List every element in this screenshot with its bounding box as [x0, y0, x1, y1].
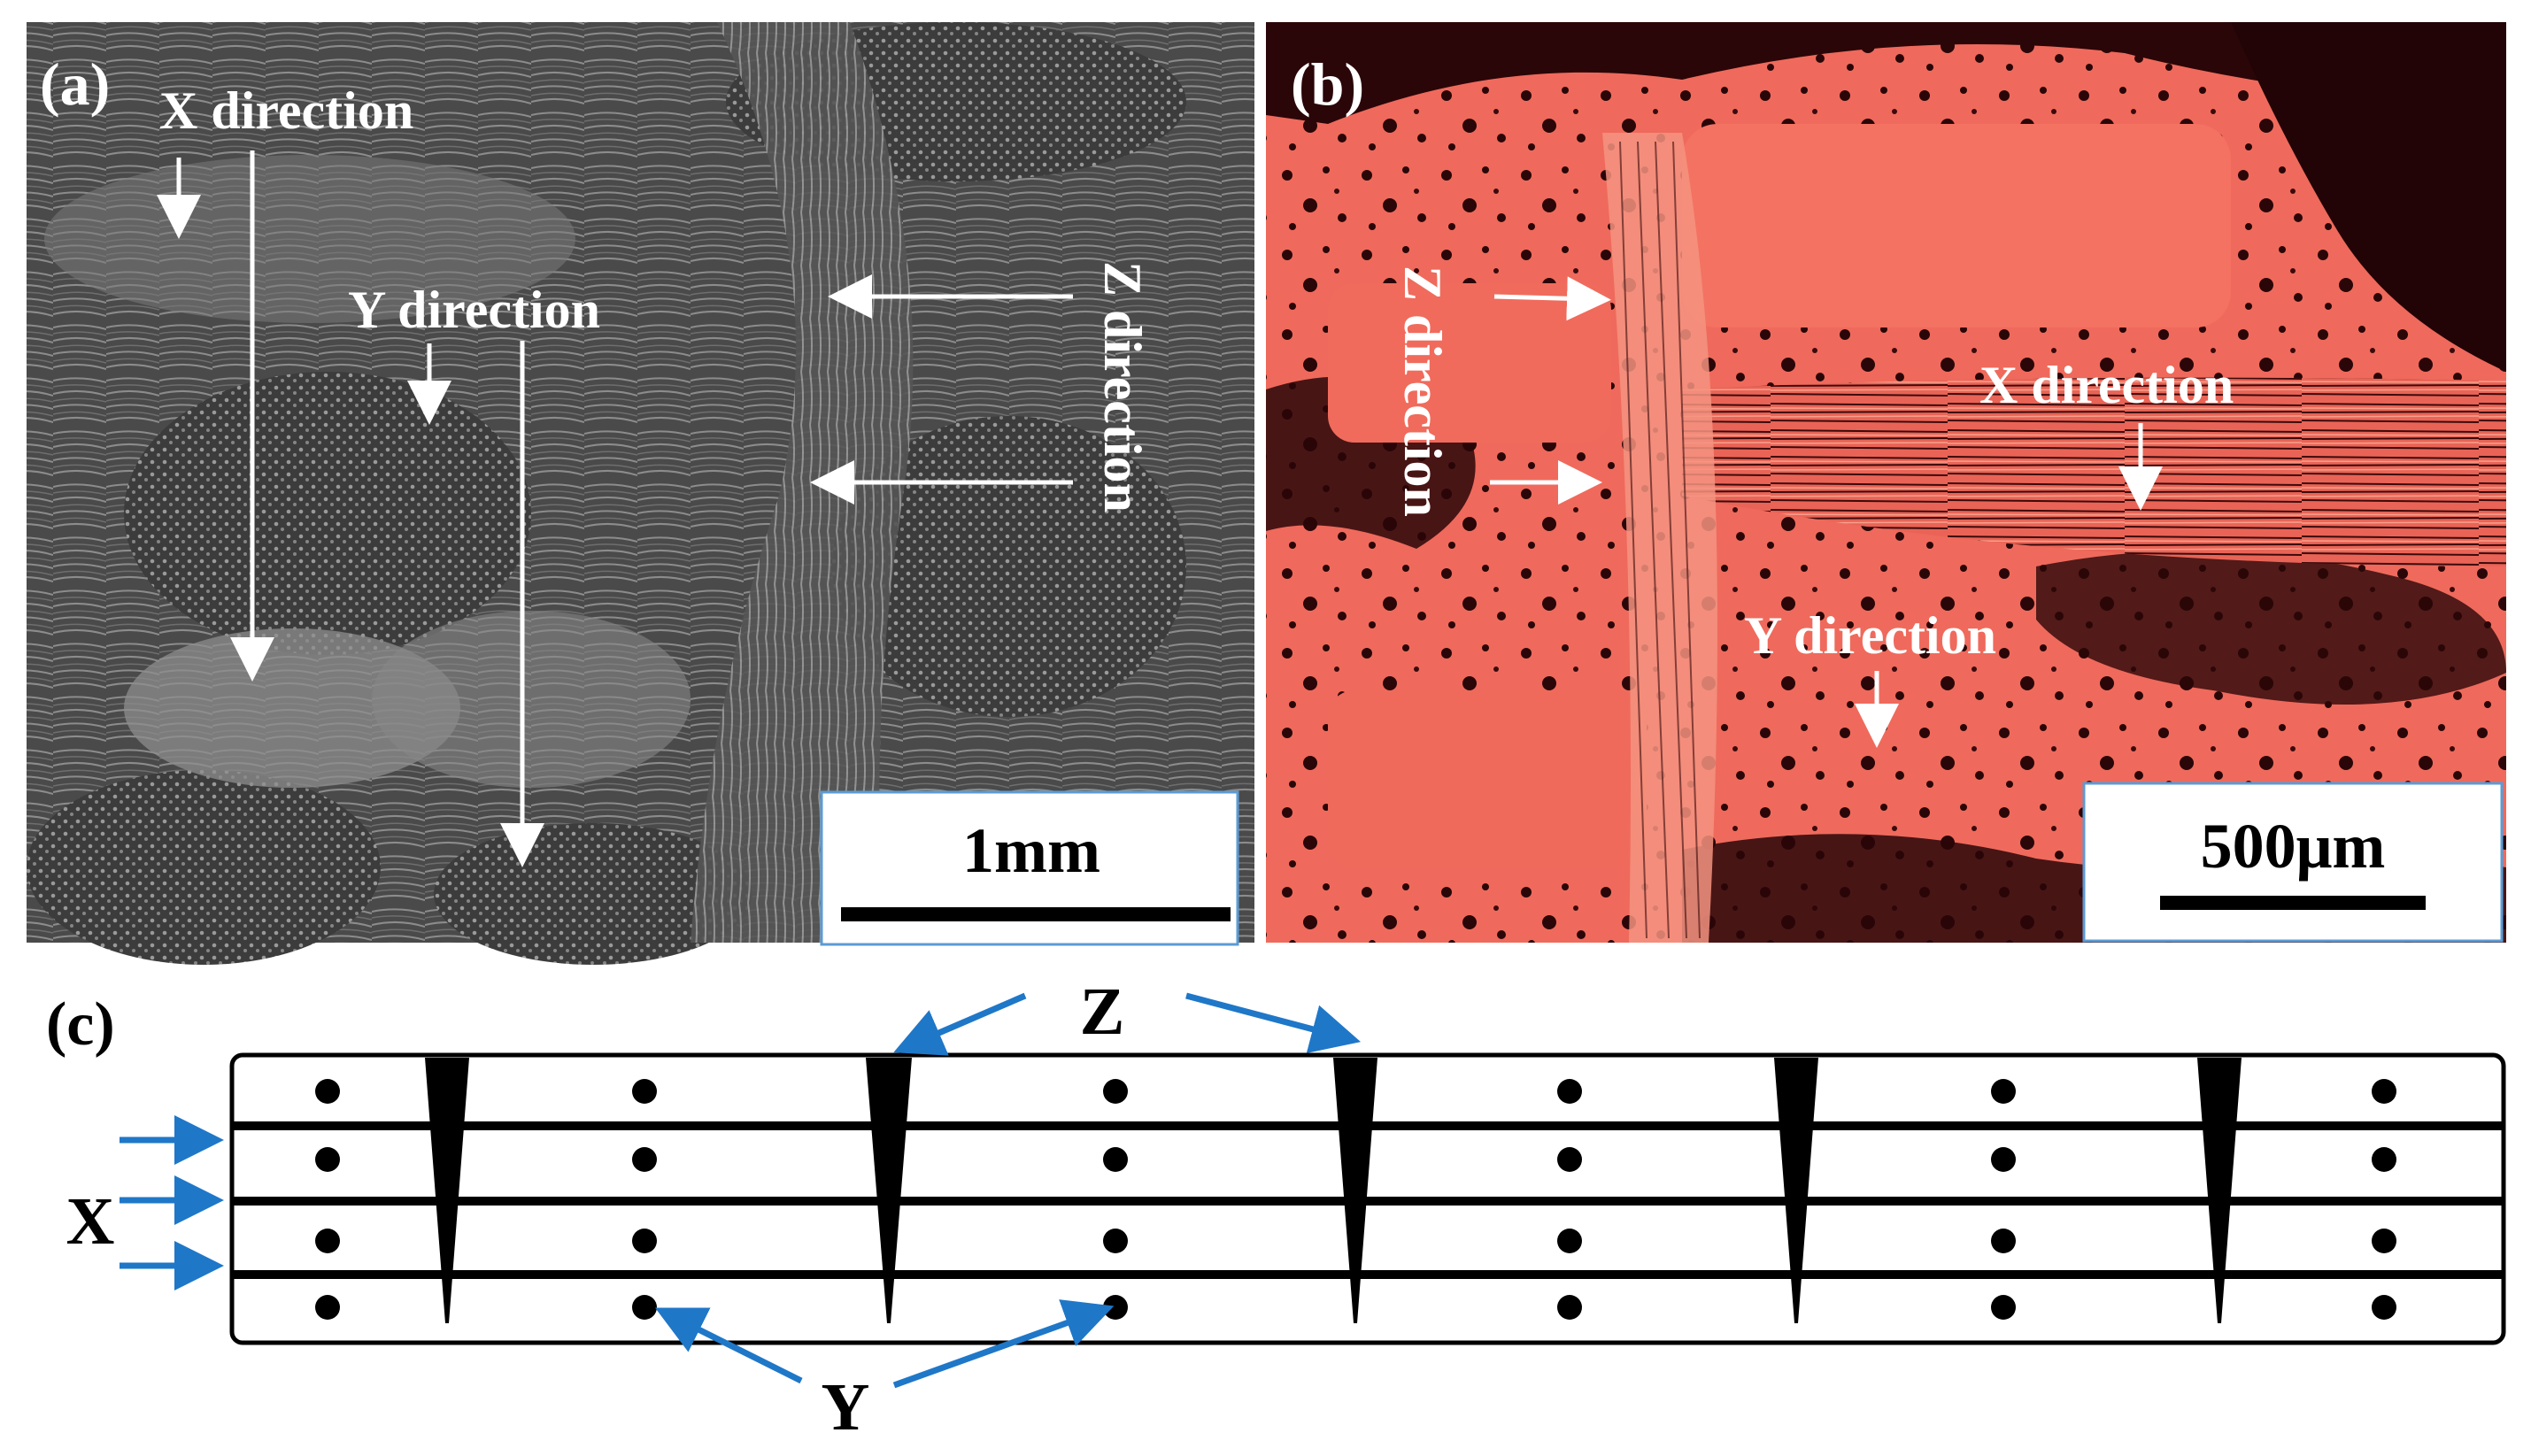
- panel-a-y-label: Y direction: [348, 281, 600, 339]
- panel-b-scale-label: 500μm: [2201, 811, 2386, 882]
- panel-b-matrix-block: [1682, 124, 2231, 327]
- y-yarn-dot: [1103, 1147, 1128, 1172]
- z-yarn-wedge: [2197, 1058, 2242, 1323]
- y-yarn-dot: [632, 1295, 657, 1320]
- panel-b-z-yarn-lines: [1619, 141, 1701, 939]
- panel-a: (a) X direction Y direction Z direction …: [27, 22, 1254, 965]
- y-yarn-dot: [315, 1079, 340, 1104]
- panel-b-z-arrow-1: [1493, 276, 1611, 321]
- panel-c-label: (c): [46, 990, 115, 1059]
- y-yarn-dot: [1103, 1295, 1128, 1320]
- y-yarn-dot: [2372, 1079, 2396, 1104]
- y-yarn-dot: [315, 1147, 340, 1172]
- panel-c-y-label: Y: [822, 1370, 870, 1444]
- panel-b-matrix-block: [1328, 283, 1611, 443]
- panel-c-z-arrow-left: [893, 992, 1027, 1056]
- panel-a-x-label: X direction: [159, 81, 413, 140]
- panel-a-z-label: Z direction: [1093, 261, 1152, 512]
- y-yarn-dot: [1991, 1079, 2016, 1104]
- y-yarn-dot: [315, 1295, 340, 1320]
- y-yarn-dot: [1991, 1295, 2016, 1320]
- panel-c-x-label: X: [66, 1184, 115, 1259]
- y-yarn-dot: [1103, 1229, 1128, 1253]
- panel-a-bundle: [832, 416, 1186, 717]
- y-yarn-dot: [1557, 1229, 1582, 1253]
- panel-a-bundle: [124, 628, 460, 788]
- y-yarn-dot: [2372, 1295, 2396, 1320]
- panel-b-y-label: Y direction: [1744, 606, 1996, 665]
- panel-a-bundle: [27, 770, 381, 965]
- panel-a-label: (a): [40, 50, 110, 118]
- panel-c-y-arrow-right: [892, 1299, 1115, 1389]
- panel-c-z-yarns: [425, 1058, 2242, 1323]
- panel-a-scale-bar: [841, 907, 1231, 921]
- panel-b-pore-region: [1266, 22, 2506, 124]
- y-yarn-dot: [1991, 1147, 2016, 1172]
- panel-b-label: (b): [1291, 50, 1364, 118]
- panel-b-scale-bar: [2160, 896, 2426, 910]
- panel-b-scale-box: [2082, 782, 2504, 943]
- panel-b-matrix-block: [1328, 690, 1647, 867]
- panel-c-z-arrow-right: [1185, 992, 1362, 1053]
- y-yarn-dot: [632, 1229, 657, 1253]
- y-yarn-dot: [2372, 1229, 2396, 1253]
- panel-a-bundle: [372, 611, 691, 788]
- y-yarn-dot: [2372, 1147, 2396, 1172]
- panel-a-z-yarn: [691, 22, 914, 943]
- panel-b-x-label: X direction: [1979, 356, 2234, 414]
- panel-b-z-label: Z direction: [1393, 266, 1452, 517]
- y-yarn-dot: [1557, 1079, 1582, 1104]
- panel-c-z-label: Z: [1080, 975, 1125, 1049]
- panel-b-x-yarn: [1682, 377, 2506, 566]
- y-yarn-dot: [632, 1079, 657, 1104]
- panel-a-scale-label: 1mm: [962, 815, 1100, 886]
- y-yarn-dot: [1991, 1229, 2016, 1253]
- z-yarn-wedge: [1333, 1058, 1377, 1323]
- panel-b: (b) Z direction X direction Y direction …: [1266, 22, 2506, 943]
- z-yarn-wedge: [866, 1058, 912, 1323]
- panel-b-z-yarn: [1602, 133, 1717, 943]
- panel-a-bundle: [124, 372, 531, 655]
- z-yarn-wedge: [425, 1058, 469, 1323]
- panel-b-pore-region: [2036, 551, 2506, 705]
- y-yarn-dot: [1103, 1079, 1128, 1104]
- y-yarn-dot: [1557, 1147, 1582, 1172]
- panel-b-pore-region: [2231, 22, 2506, 372]
- y-yarn-dot: [315, 1229, 340, 1253]
- z-yarn-wedge: [1774, 1058, 1818, 1323]
- y-yarn-dot: [1557, 1295, 1582, 1320]
- panel-c: (c): [46, 975, 2506, 1444]
- y-yarn-dot: [632, 1147, 657, 1172]
- panel-c-y-arrow-left: [654, 1307, 803, 1384]
